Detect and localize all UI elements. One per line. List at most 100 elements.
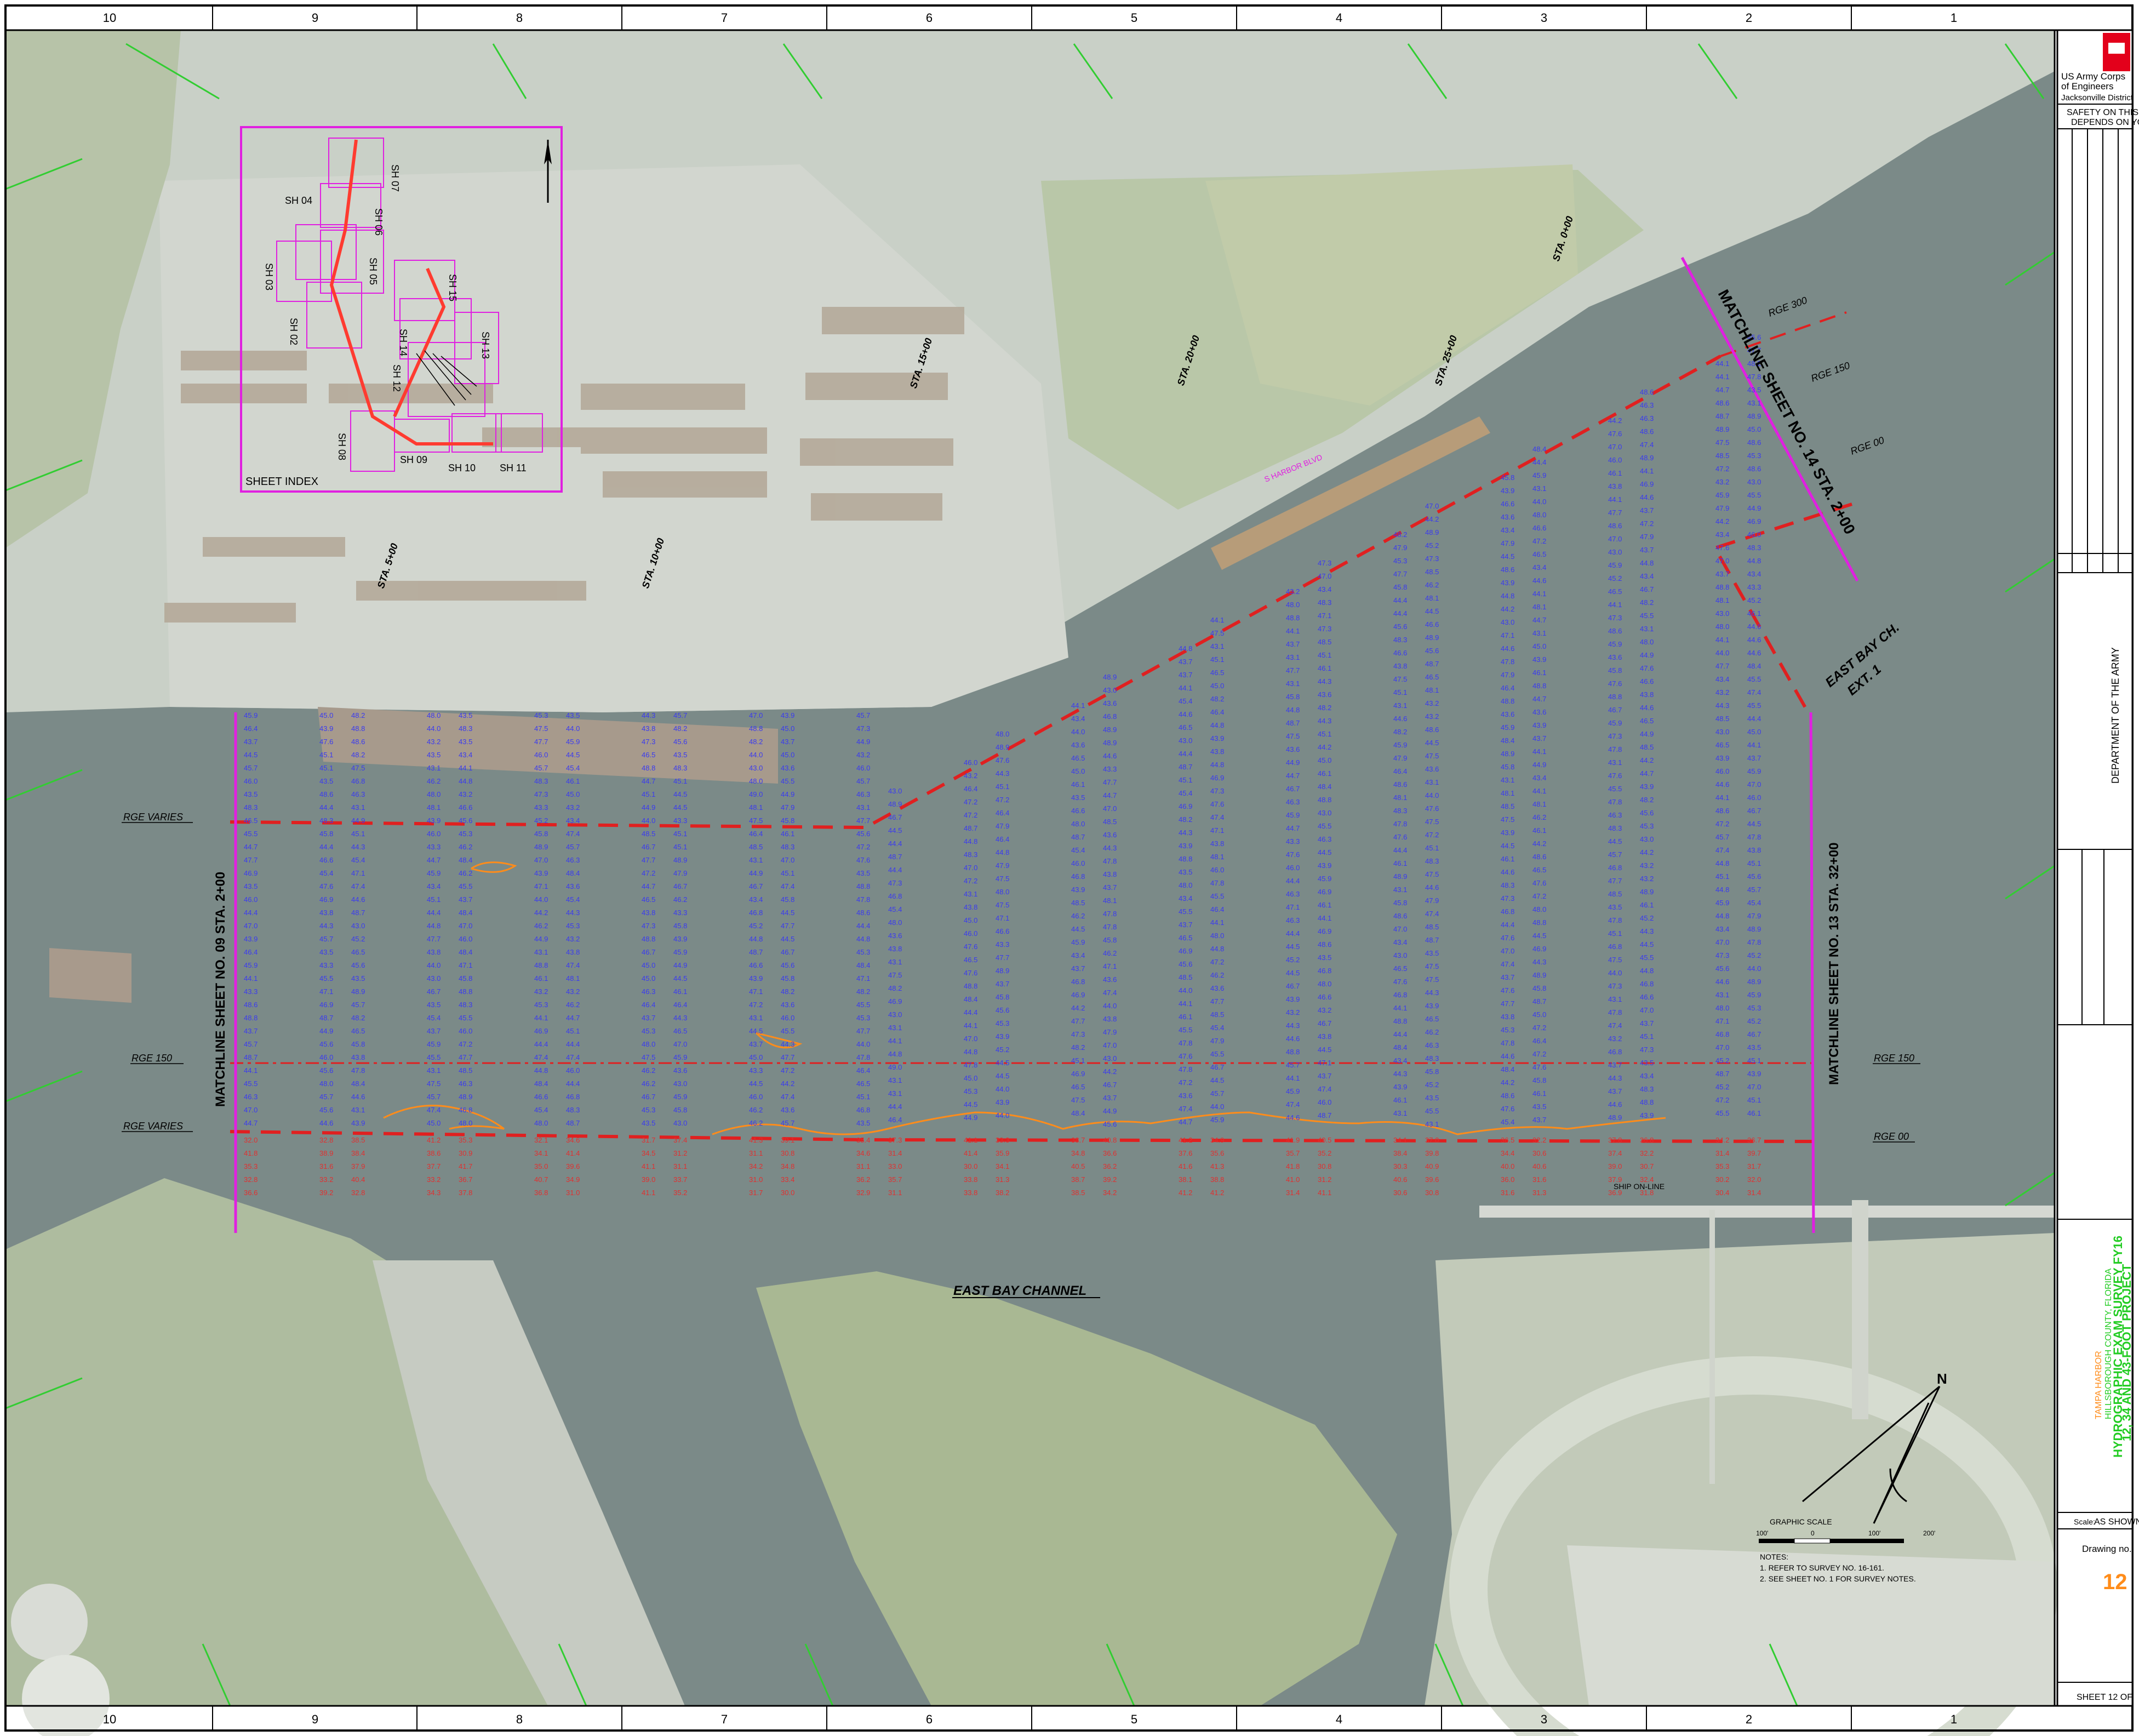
sounding-blue: 48.9 [1532,971,1546,979]
sounding-blue: 46.2 [459,869,472,877]
sounding-blue: 46.9 [1179,802,1192,810]
sounding-blue: 43.6 [1210,984,1224,992]
sounding-blue: 43.7 [1318,1072,1331,1080]
department-label: DEPARTMENT OF THE ARMY [2110,647,2121,784]
sounding-blue: 48.4 [964,995,977,1003]
sounding-blue: 46.3 [1608,811,1622,819]
grid-col-label-top: 7 [721,11,728,25]
sounding-red: 33.3 [996,1136,1009,1144]
sounding-blue: 45.3 [1393,557,1407,565]
sounding-blue: 48.0 [1532,905,1546,913]
sounding-blue: 47.1 [1501,631,1514,639]
sounding-red: 33.7 [673,1175,687,1184]
sounding-blue: 45.6 [1640,809,1654,817]
sounding-blue: 45.9 [1608,561,1622,569]
sounding-blue: 43.2 [1286,587,1300,596]
sounding-blue: 44.5 [244,751,258,759]
sounding-blue: 48.0 [319,1080,333,1088]
sounding-blue: 48.7 [749,948,763,956]
sounding-blue: 43.4 [1393,1057,1407,1065]
sounding-blue: 47.9 [1715,504,1729,512]
sounding-blue: 43.5 [856,869,870,877]
sounding-red: 30.0 [781,1189,794,1197]
sounding-blue: 48.4 [856,961,870,969]
sounding-red: 34.3 [427,1189,441,1197]
sounding-blue: 47.4 [1747,688,1761,696]
sounding-blue: 48.2 [1640,598,1654,607]
sounding-blue: 47.8 [1179,1039,1192,1047]
sounding-blue: 44.4 [319,803,333,812]
sounding-blue: 46.4 [749,830,763,838]
sounding-blue: 47.2 [996,796,1009,804]
sounding-blue: 43.0 [1179,736,1192,745]
sounding-blue: 45.0 [781,724,794,733]
sounding-blue: 47.1 [996,914,1009,922]
sounding-red: 32.2 [1640,1149,1654,1157]
sounding-blue: 47.6 [1501,1105,1514,1113]
sounding-blue: 48.2 [1747,359,1761,368]
sounding-blue: 47.1 [319,987,333,996]
sounding-blue: 47.5 [1715,438,1729,447]
sounding-blue: 46.1 [1318,901,1331,909]
sounding-blue: 44.1 [1179,1000,1192,1008]
sounding-blue: 45.2 [1608,574,1622,583]
sounding-blue: 46.8 [888,892,902,900]
sounding-blue: 44.6 [351,1093,365,1101]
sounding-blue: 45.9 [673,948,687,956]
sounding-blue: 48.7 [1425,936,1439,944]
sounding-blue: 43.3 [1747,583,1761,591]
sounding-blue: 47.1 [1286,903,1300,911]
sounding-red: 31.6 [319,1162,333,1170]
sounding-blue: 44.3 [1318,677,1331,686]
sounding-blue: 43.2 [856,751,870,759]
sounding-blue: 46.3 [351,790,365,798]
sounding-red: 31.1 [888,1189,902,1197]
sounding-blue: 48.4 [1071,1109,1085,1117]
sounding-blue: 43.9 [1715,754,1729,762]
sounding-red: 31.1 [856,1162,870,1170]
sounding-blue: 45.1 [427,895,441,904]
sounding-blue: 44.0 [1179,986,1192,995]
sounding-blue: 45.1 [566,1027,580,1035]
sounding-blue: 43.1 [1210,642,1224,650]
sounding-blue: 44.1 [1608,495,1622,504]
sounding-blue: 45.3 [566,922,580,930]
sounding-blue: 45.6 [1715,964,1729,973]
sounding-blue: 44.2 [1318,743,1331,751]
sounding-blue: 43.5 [244,882,258,890]
sounding-blue: 47.8 [1103,910,1117,918]
sounding-blue: 43.0 [1747,478,1761,486]
sounding-blue: 47.8 [1747,938,1761,946]
sounding-blue: 43.6 [1318,690,1331,699]
sounding-blue: 48.0 [1210,932,1224,940]
sounding-blue: 48.5 [1071,899,1085,907]
sounding-blue: 44.1 [1071,701,1085,710]
sounding-blue: 48.9 [1640,454,1654,462]
sounding-blue: 45.0 [1747,728,1761,736]
sounding-blue: 44.6 [1532,576,1546,585]
sounding-red: 34.1 [534,1149,548,1157]
sounding-red: 41.2 [1179,1189,1192,1197]
sounding-blue: 48.9 [1103,726,1117,734]
sounding-blue: 43.7 [459,895,472,904]
sounding-blue: 44.4 [1179,750,1192,758]
sounding-blue: 43.0 [1393,951,1407,960]
sounding-blue: 47.8 [1210,879,1224,887]
sounding-blue: 48.0 [1318,980,1331,988]
sounding-blue: 43.5 [856,1119,870,1127]
sounding-blue: 43.7 [1640,1019,1654,1027]
sounding-blue: 45.0 [781,751,794,759]
sounding-blue: 48.6 [1608,522,1622,530]
sounding-blue: 43.4 [1532,774,1546,782]
sounding-blue: 47.7 [534,738,548,746]
sounding-red: 31.6 [1501,1189,1514,1197]
sounding-red: 32.2 [1532,1136,1546,1144]
sounding-blue: 47.8 [351,1066,365,1075]
agency-line2: of Engineers [2061,81,2113,92]
sounding-blue: 46.1 [1318,769,1331,778]
sounding-blue: 48.7 [319,1014,333,1022]
sounding-red: 41.6 [1179,1162,1192,1170]
sounding-blue: 47.9 [1210,1037,1224,1045]
sounding-blue: 47.3 [1501,894,1514,903]
sounding-blue: 44.6 [1715,780,1729,789]
